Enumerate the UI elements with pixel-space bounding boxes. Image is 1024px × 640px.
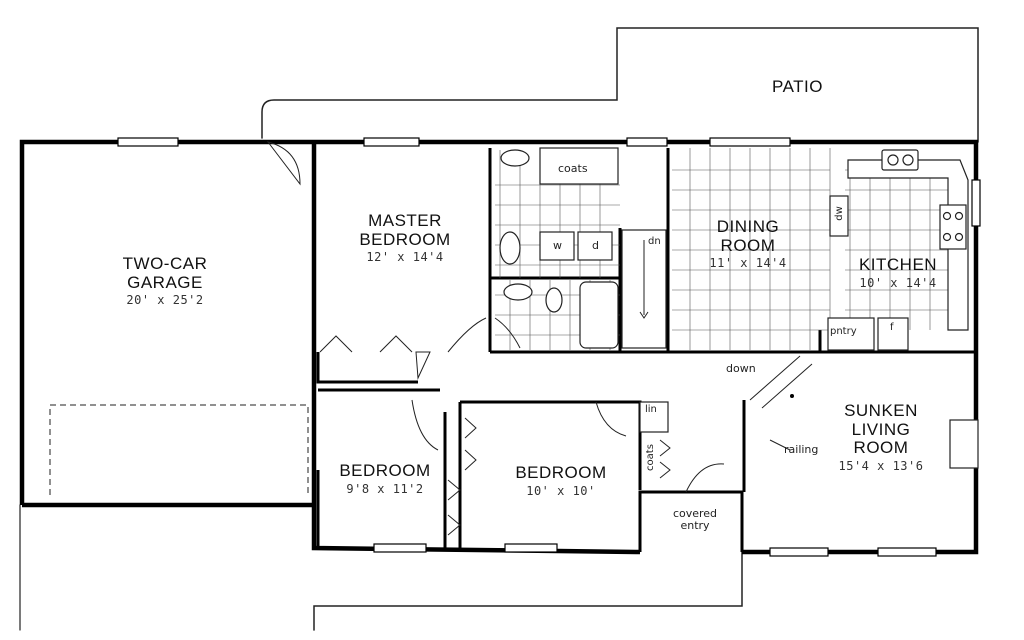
garage-name-line1: TWO-CAR	[122, 254, 208, 273]
window	[769, 547, 829, 557]
window	[626, 137, 668, 147]
patio-outline	[261, 27, 979, 143]
laundry-washer	[539, 231, 575, 261]
window	[373, 543, 427, 553]
garage-exterior-wall	[19, 139, 316, 505]
kitchen-dim: 10' x 14'4	[859, 275, 937, 290]
kitchen-name: KITCHEN	[858, 255, 938, 274]
master-dim: 12' x 14'4	[366, 250, 444, 265]
down-label: down	[726, 362, 756, 375]
door-swing	[685, 463, 725, 493]
living-room-label: SUNKEN LIVING ROOM 15'4 x 13'6	[826, 401, 936, 474]
dryer-label: d	[592, 239, 599, 252]
covered-entry-line1: covered	[672, 507, 718, 520]
dishwasher-label: dw	[833, 206, 845, 221]
pantry-box	[827, 317, 875, 351]
bedroom-2-label: BEDROOM 10' x 10'	[506, 463, 616, 498]
garage-dim: 20' x 25'2	[126, 293, 204, 308]
dining-dim: 11' x 14'4	[709, 256, 787, 271]
pantry-label: pntry	[830, 326, 857, 337]
dining-name-line1: DINING	[716, 217, 780, 236]
bed1-name: BEDROOM	[339, 461, 431, 480]
door-swing	[595, 401, 627, 437]
dining-room-label: DINING ROOM 11' x 14'4	[700, 217, 796, 271]
stair-dn-label: dn	[648, 236, 661, 247]
window	[504, 543, 558, 553]
master-bedroom-label: MASTER BEDROOM 12' x 14'4	[350, 211, 460, 265]
dishwasher	[829, 195, 849, 237]
garage-label: TWO-CAR GARAGE 20' x 25'2	[110, 254, 220, 308]
garage-name-line2: GARAGE	[127, 272, 203, 292]
railing-label: railing	[784, 443, 819, 456]
covered-entry-label: covered entry	[660, 507, 730, 533]
window	[877, 547, 937, 557]
living-name-line1: SUNKEN	[844, 401, 918, 420]
window	[709, 137, 791, 147]
toilet	[500, 149, 530, 167]
door-swing	[494, 317, 521, 349]
bed2-name: BEDROOM	[515, 463, 607, 482]
dining-tile-grid	[672, 148, 831, 350]
garage-door	[49, 404, 309, 495]
range	[939, 204, 967, 250]
lav-sink	[499, 231, 521, 265]
kitchen-label: KITCHEN 10' x 14'4	[848, 255, 948, 290]
master-name-line2: BEDROOM	[359, 229, 451, 249]
fridge-label: f	[890, 322, 894, 333]
coats-hall-label: coats	[644, 444, 656, 471]
washer-label: w	[553, 239, 562, 252]
living-dim: 15'4 x 13'6	[838, 459, 924, 474]
front-walk-outline	[313, 551, 743, 631]
bathtub	[579, 281, 619, 349]
living-name-line2: LIVING	[851, 419, 911, 439]
laundry-dryer	[577, 231, 613, 261]
kitchen-tile-grid	[845, 160, 955, 330]
bath-sink	[503, 283, 533, 301]
window	[363, 137, 420, 147]
door-swing	[411, 399, 439, 451]
linen-closet	[639, 401, 669, 433]
fridge-box	[877, 317, 909, 351]
dining-name-line2: ROOM	[720, 235, 776, 255]
window	[117, 137, 179, 147]
bedroom-1-label: BEDROOM 9'8 x 11'2	[330, 461, 440, 496]
master-name-line1: MASTER	[368, 211, 442, 230]
fireplace	[949, 419, 979, 469]
door-swing	[266, 141, 301, 186]
bed1-dim: 9'8 x 11'2	[346, 481, 424, 496]
coats-top-label: coats	[558, 162, 588, 175]
living-name-line3: ROOM	[853, 438, 909, 458]
covered-entry-line2: entry	[680, 519, 710, 533]
window	[971, 179, 981, 227]
door-swing	[447, 317, 487, 353]
kitchen-counter	[847, 159, 969, 331]
railing	[749, 355, 813, 409]
linen-label: lin	[645, 404, 657, 415]
bed2-dim: 10' x 10'	[526, 483, 596, 498]
coat-closet-top	[539, 147, 619, 185]
patio-label: PATIO	[772, 77, 823, 96]
bath-toilet	[545, 287, 563, 313]
